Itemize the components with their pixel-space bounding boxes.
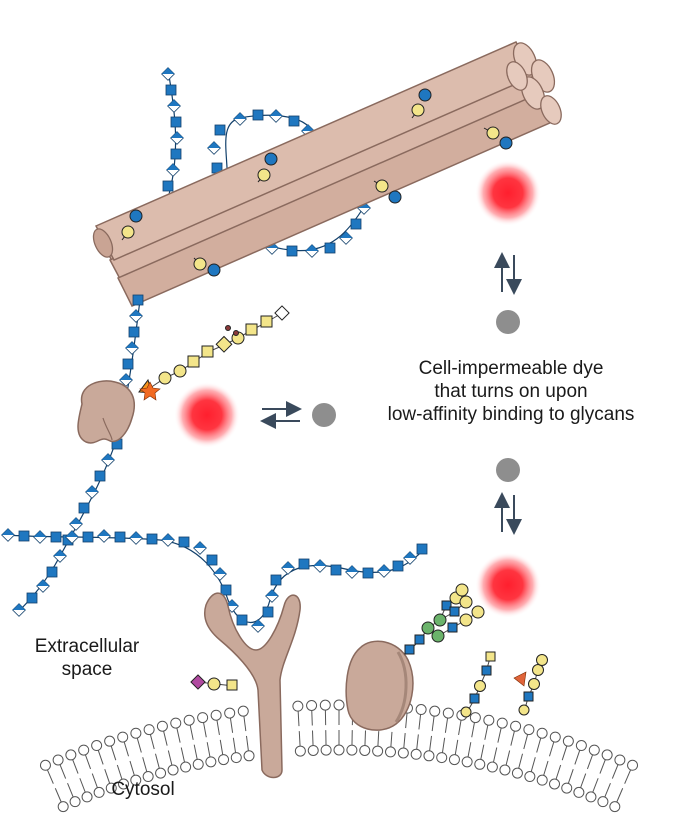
lipid-head (218, 754, 230, 766)
lipid-head (549, 778, 561, 790)
lipid-head (524, 771, 536, 783)
lipid-head (81, 791, 93, 803)
lipid-head (483, 714, 495, 726)
lipid-head (180, 761, 192, 773)
lipid-head (69, 796, 81, 808)
lipid-head (192, 758, 204, 770)
lipid-head (91, 740, 103, 752)
lipid-head (292, 700, 304, 712)
lipid-head (117, 778, 129, 790)
lipid-head (306, 700, 318, 712)
lipid-head (429, 705, 441, 717)
lipid-head (436, 752, 448, 764)
lipid-head (65, 749, 77, 761)
lipid-head (562, 735, 574, 747)
lipid-head (105, 782, 117, 794)
lipid-head (333, 699, 345, 711)
lipid-head (104, 735, 116, 747)
lipid-head (359, 744, 371, 756)
membrane-protein (345, 640, 414, 731)
lipid-head (511, 767, 523, 779)
lipid-head (294, 745, 306, 757)
lipid-head (561, 782, 573, 794)
lipid-head (205, 756, 217, 768)
dye-off-middle (312, 403, 336, 427)
lipid-head (224, 707, 236, 719)
lipid-head (333, 744, 345, 756)
lipid-head (614, 754, 626, 766)
lipid-head (588, 744, 600, 756)
lipid-head (155, 767, 167, 779)
lipid-head (183, 714, 195, 726)
lipid-head (320, 744, 332, 756)
lipid-head (372, 745, 384, 757)
lipid-head (346, 744, 358, 756)
lipid-head (469, 712, 481, 724)
lipid-head (461, 756, 473, 768)
lipid-head (142, 771, 154, 783)
lipid-head (170, 717, 182, 729)
collagen-fiber-bundle (92, 41, 562, 307)
dye-caption-line-1: Cell-impermeable dye (418, 358, 604, 379)
extracellular-label-line-2: space (61, 659, 113, 680)
lipid-head (415, 704, 427, 716)
glycan-chain-hanging (17, 299, 141, 613)
lipid-head (230, 752, 242, 764)
lipid-head (130, 727, 142, 739)
dye-off-top (496, 310, 520, 334)
membrane-receptor (204, 592, 301, 779)
extracellular-space-label: Extracellular space (12, 635, 162, 681)
lipid-head (474, 758, 486, 770)
lipid-head (156, 720, 168, 732)
lipid-head (573, 786, 585, 798)
lipid-head (510, 720, 522, 732)
dye-off-bottom (496, 458, 520, 482)
dye-on-bottom (475, 552, 541, 618)
lipid-head (601, 749, 613, 761)
dye-on-top (475, 160, 541, 226)
lipid-head (243, 750, 255, 762)
glycan-binding-protein (77, 380, 136, 444)
lipid-head (496, 717, 508, 729)
lipid-head (57, 801, 69, 813)
lipid-head (384, 746, 396, 758)
lipid-head (609, 801, 621, 813)
lipid-head (39, 759, 51, 771)
lipid-head (197, 712, 209, 724)
lipid-head (448, 754, 460, 766)
lipid-head (78, 744, 90, 756)
lipid-head (536, 774, 548, 786)
lipid-head (319, 699, 331, 711)
lipid-head (499, 764, 511, 776)
lipid-head (575, 740, 587, 752)
lipid-head (549, 731, 561, 743)
lipid-head (397, 747, 409, 759)
lipid-head (52, 754, 64, 766)
dye-on-middle (174, 382, 240, 448)
dye-caption-line-3: low-affinity binding to glycans (387, 404, 635, 425)
dye-caption: Cell-impermeable dye that turns on upon … (356, 357, 666, 426)
lipid-head (523, 724, 535, 736)
lipid-head (210, 709, 222, 721)
lipid-head (237, 705, 249, 717)
extracellular-label-line-1: Extracellular (34, 636, 140, 657)
lipid-head (597, 796, 609, 808)
lipid-head (423, 750, 435, 762)
lipid-head (130, 774, 142, 786)
lipid-head (143, 724, 155, 736)
lipid-head (442, 707, 454, 719)
lipid-head (307, 744, 319, 756)
lipid-head (117, 731, 129, 743)
dye-caption-line-2: that turns on upon (434, 381, 588, 402)
lipid-head (536, 727, 548, 739)
cytosol-label: Cytosol (111, 779, 175, 800)
lipid-head (486, 761, 498, 773)
lipid-head (167, 764, 179, 776)
lipid-head (93, 786, 105, 798)
lipid-head (585, 791, 597, 803)
lipid-head (627, 759, 639, 771)
lipid-head (410, 748, 422, 760)
